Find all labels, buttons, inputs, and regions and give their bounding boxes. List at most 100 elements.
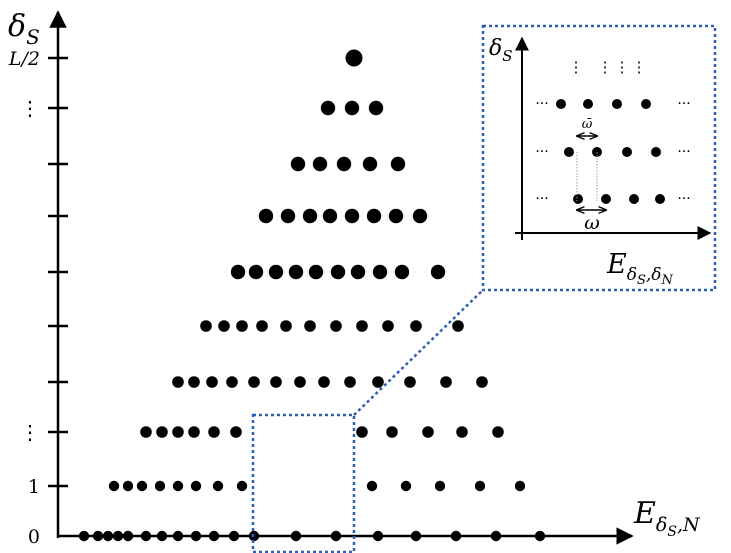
inset-dot-1-2 — [622, 147, 632, 157]
main-x-axis-label: EδS,N — [633, 496, 701, 540]
level-dot-3-4 — [248, 376, 260, 388]
inset-omega-bar-label: ω̄ — [582, 117, 593, 132]
inset-top-dots-4: ⋮ — [632, 58, 647, 76]
level-dot-1-11 — [474, 480, 486, 492]
level-dot-1-12 — [514, 480, 526, 492]
level-dot-7-3 — [362, 156, 378, 172]
level-dot-1-3 — [154, 480, 166, 492]
level-dot-6-6 — [388, 208, 404, 224]
inset-y-axis-label: δS — [489, 36, 513, 65]
inset-dot-0-1 — [583, 99, 593, 109]
level-dot-5-8 — [394, 264, 410, 280]
level-dot-3-9 — [372, 376, 384, 388]
level-dot-3-6 — [294, 376, 306, 388]
level-dot-0-17 — [490, 530, 502, 542]
inset-dot-2-0 — [573, 194, 583, 204]
main-y-axis-label: δS — [8, 9, 40, 49]
level-dot-6-5 — [366, 208, 382, 224]
level-dot-1-7 — [236, 480, 248, 492]
level-dot-5-1 — [248, 264, 264, 280]
level-dot-3-2 — [206, 376, 218, 388]
y-tick-label-0: 0 — [28, 526, 40, 548]
level-dot-2-5 — [230, 426, 242, 438]
level-dot-4-6 — [330, 320, 342, 332]
inset-dot-1-0 — [564, 147, 574, 157]
level-dot-4-7 — [356, 320, 368, 332]
level-dot-1-0 — [108, 480, 120, 492]
inset-top-dots-3: ⋮ — [615, 58, 630, 76]
level-dot-1-9 — [400, 480, 412, 492]
level-dot-4-5 — [304, 320, 316, 332]
level-dot-0-10 — [228, 530, 240, 542]
inset-top-dots-2: ⋮ — [598, 58, 613, 76]
level-dot-0-3 — [112, 530, 124, 542]
inset-right-dots-row-mid: ··· — [677, 144, 690, 160]
level-dot-2-6 — [356, 426, 368, 438]
level-dot-9-0 — [345, 49, 363, 67]
level-dot-2-3 — [188, 426, 200, 438]
level-dot-4-2 — [236, 320, 248, 332]
level-dot-3-3 — [226, 376, 238, 388]
level-dot-2-4 — [208, 426, 220, 438]
level-dot-2-9 — [456, 426, 468, 438]
y-tick-label-2: ⋮ — [20, 420, 40, 444]
inset-dot-0-2 — [612, 99, 622, 109]
level-dot-3-1 — [188, 376, 200, 388]
level-dot-6-4 — [344, 208, 360, 224]
level-dot-0-8 — [190, 530, 202, 542]
level-dot-3-0 — [172, 376, 184, 388]
zoom-selection-box — [251, 413, 356, 553]
level-dot-6-3 — [322, 208, 338, 224]
level-dot-0-9 — [208, 530, 220, 542]
level-dot-2-7 — [386, 426, 398, 438]
inset-energy-levels — [556, 99, 665, 204]
level-dot-3-7 — [318, 376, 330, 388]
level-dot-1-5 — [190, 480, 202, 492]
level-dot-0-6 — [156, 530, 168, 542]
level-dot-3-5 — [270, 376, 282, 388]
level-dot-4-0 — [200, 320, 212, 332]
level-dot-1-10 — [434, 480, 446, 492]
y-tick-label-1: 1 — [28, 476, 40, 498]
level-dot-0-16 — [450, 530, 462, 542]
level-dot-0-15 — [410, 530, 422, 542]
level-dot-4-4 — [280, 320, 292, 332]
level-dot-4-1 — [218, 320, 230, 332]
level-dot-2-10 — [492, 426, 504, 438]
inset-dot-2-1 — [601, 194, 611, 204]
inset-left-dots-row-mid: ··· — [535, 144, 548, 160]
level-dot-3-8 — [344, 376, 356, 388]
main-y-tick-labels: 01⋮⋮L/2 — [8, 48, 40, 548]
level-dot-0-0 — [78, 530, 90, 542]
level-dot-7-4 — [390, 156, 406, 172]
level-dot-5-7 — [372, 264, 388, 280]
level-dot-2-1 — [156, 426, 168, 438]
inset-x-axis-label: EδS,δN — [606, 249, 674, 288]
level-dot-6-1 — [280, 208, 296, 224]
level-dot-2-2 — [172, 426, 184, 438]
level-dot-5-6 — [350, 264, 366, 280]
level-dot-6-2 — [302, 208, 318, 224]
level-dot-0-5 — [140, 530, 152, 542]
inset-dot-0-0 — [556, 99, 566, 109]
inset-left-dots-row-bottom: ··· — [535, 191, 548, 207]
level-dot-0-12 — [290, 530, 302, 542]
level-dot-4-10 — [452, 320, 464, 332]
level-dot-5-0 — [230, 264, 246, 280]
level-dot-7-1 — [312, 156, 328, 172]
level-dot-6-0 — [258, 208, 274, 224]
inset-panel: δS EδS,δN ⋮ ⋮ ⋮ ⋮ ··· ··· ··· ··· ··· ··… — [481, 24, 717, 292]
level-dot-1-4 — [172, 480, 184, 492]
level-dot-0-1 — [92, 530, 104, 542]
level-dot-5-9 — [430, 264, 446, 280]
level-dot-0-13 — [330, 530, 342, 542]
level-dot-0-7 — [172, 530, 184, 542]
level-dot-5-2 — [268, 264, 284, 280]
level-dot-4-3 — [256, 320, 268, 332]
level-dot-0-4 — [122, 530, 134, 542]
main-y-ticks — [48, 56, 68, 488]
level-dot-7-2 — [336, 156, 352, 172]
inset-omega-label: ω — [584, 212, 600, 234]
inset-left-dots-row-top: ··· — [535, 96, 548, 112]
